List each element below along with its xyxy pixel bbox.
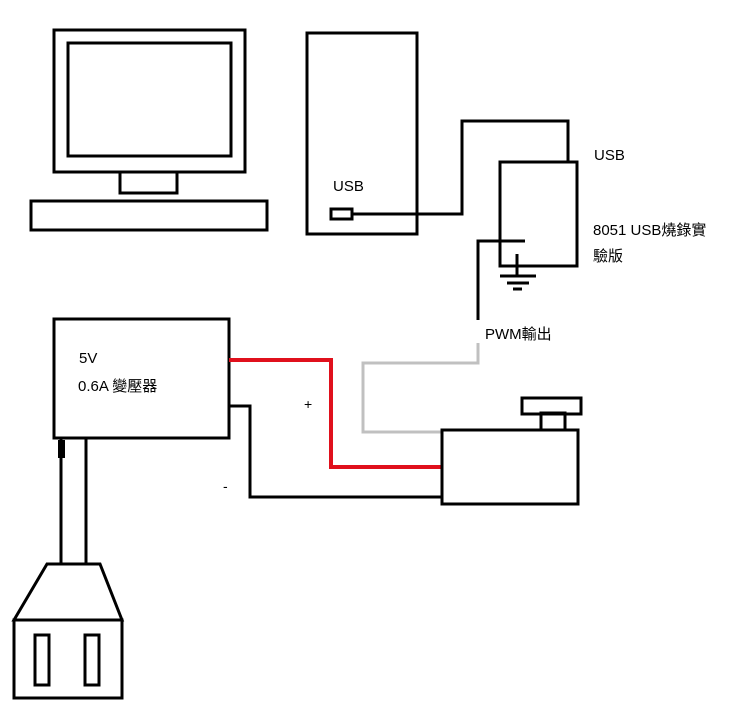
pc-tower-icon: [305, 31, 419, 236]
ground-icon: [500, 254, 536, 291]
negative-wire: [229, 404, 442, 499]
monitor-screen: [66, 41, 233, 158]
cord-strain-relief: [58, 440, 65, 458]
board-usb-label: USB: [594, 147, 625, 164]
monitor-stand: [118, 170, 179, 195]
power-adapter: [52, 317, 231, 440]
servo-body: [440, 428, 580, 506]
pwm-label: PWM輸出: [485, 326, 552, 343]
plug-icon: [11, 562, 125, 700]
adapter-voltage-label: 5V: [79, 350, 97, 367]
positive-wire: [229, 358, 442, 469]
pc-tower-case: [305, 31, 419, 236]
usb-cable: [352, 119, 570, 216]
adapter-rating-label: 0.6A 變壓器: [78, 378, 157, 395]
keyboard: [29, 199, 269, 232]
board-name-line1: 8051 USB燒錄實: [593, 221, 706, 239]
pwm-gray-wire: [361, 343, 480, 434]
pc-usb-socket: [329, 207, 354, 221]
plug-prong-right: [83, 633, 101, 687]
board-name-line2: 驗版: [593, 248, 623, 265]
positive-sign: +: [304, 396, 312, 412]
8051-board: [498, 160, 579, 268]
monitor-frame: [52, 28, 247, 174]
servo-horn: [520, 396, 583, 416]
servo-motor-icon: [440, 396, 583, 506]
power-cord: [59, 438, 88, 564]
negative-sign: -: [223, 478, 228, 494]
plug-body: [12, 618, 124, 700]
pwm-signal-wire: [476, 239, 525, 320]
plug-prong-left: [33, 633, 51, 687]
pc-usb-label: USB: [333, 178, 364, 195]
servo-shaft: [539, 411, 567, 432]
monitor-icon: [29, 28, 269, 232]
plug-head: [11, 562, 125, 622]
